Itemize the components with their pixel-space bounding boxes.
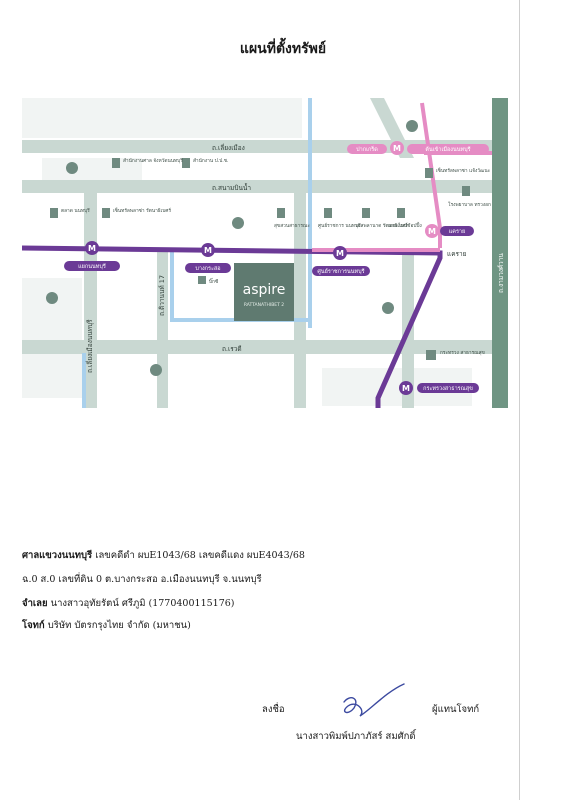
station-label: แยกนนทบุรี [78, 263, 106, 270]
place-icons [46, 120, 470, 376]
place-label: เดอะไนน์ช้อปปิ้ง [388, 221, 422, 229]
road-label: แคราย [447, 250, 467, 258]
building-icon [112, 158, 120, 168]
address-line: ฉ.0 ส.0 เลขที่ดิน 0 ต.บางกระสอ อ.เมืองนน… [22, 574, 262, 585]
tree-icon [46, 292, 58, 304]
shopping-icon [362, 208, 370, 218]
defendant-label: จำเลย [22, 598, 48, 609]
case-red: ผบE4043/68 [246, 550, 305, 561]
station-label: กระทรวงสาธารณสุข [423, 385, 473, 392]
place-label: โรงพยาบาล ทรวงอก [448, 201, 491, 208]
station-markers: M M M M M M [85, 141, 439, 395]
signer-role: ผู้แทนโจทก์ [432, 704, 480, 715]
place-label: เอสพลานาด รัตนาธิเบศร์ [356, 222, 408, 229]
road-label: ถ.เรวดี [222, 345, 242, 353]
defendant-value: นางสาวอุทัยรัตน์ ศรีภูมิ (1770400115176) [50, 598, 235, 609]
place-label: สำนักงานศาล จังหวัดนนทบุรี [123, 157, 183, 164]
station-label: แคราย [449, 229, 466, 235]
station-label: ปากเกร็ด [356, 145, 378, 153]
svg-text:M: M [336, 249, 344, 258]
hospital-icon [462, 186, 470, 196]
station-label: ต้นเข้าเมืองนนทบุรี [425, 146, 470, 153]
place-label: บิ๊กซี [209, 277, 219, 285]
place-label: สำนักงาน ป.ป.ช. [193, 158, 229, 164]
market-icon [50, 208, 58, 218]
road-label: ถ.เลี่ยงเมือง [212, 143, 245, 152]
defendant-line: จำเลย นางสาวอุทัยรัตน์ ศรีภูมิ (17704001… [22, 596, 235, 611]
scan-edge [519, 0, 520, 800]
signer-name: นางสาวพิมพ์ปภาภัสร์ สมศักดิ์ [296, 731, 416, 742]
plaintiff-label: โจทก์ [22, 620, 45, 631]
building-icon [324, 208, 332, 218]
sign-label: ลงชื่อ [262, 704, 285, 715]
property-block [234, 263, 294, 321]
case-label-red: เลขคดีแดง [198, 550, 244, 561]
place-label: เซ็นทรัลพลาซ่า รัตนาธิเบศร์ [113, 206, 171, 214]
station-label: ศูนย์ราชการนนทบุรี [317, 268, 364, 275]
road-label: ถ.เลี่ยงเมืองนนทบุรี [85, 319, 94, 373]
building-icon [182, 158, 190, 168]
case-label-black: เลขคดีดำ [95, 550, 135, 561]
tree-icon [406, 120, 418, 132]
road-ngamwongwan [492, 98, 508, 408]
shopping-icon [425, 168, 433, 178]
place-label: ตลาด นนทบุรี [61, 207, 90, 214]
court-label: ศาลแขวงนนทบุรี [22, 550, 93, 561]
svg-text:M: M [88, 244, 96, 253]
case-black: ผบE1043/68 [137, 550, 196, 561]
tree-icon [150, 364, 162, 376]
svg-text:M: M [428, 227, 436, 236]
plaintiff-line: โจทก์ บริษัท บัตรกรุงไทย จำกัด (มหาชน) [22, 618, 191, 633]
tree-icon [232, 217, 244, 229]
place-label: ศูนย์ราชการ นนทบุรี [318, 222, 361, 229]
road-label: ถ.งามวงศ์วาน [497, 253, 505, 293]
cart-icon [198, 276, 206, 284]
park-icon [277, 208, 285, 218]
map-roads [22, 140, 492, 408]
place-label: เซ็นทรัลพลาซา แจ้งวัฒนะ [436, 166, 491, 174]
purple-line [22, 245, 443, 408]
road-label: ถ.สนามบินน้ำ [212, 183, 251, 192]
plaintiff-value: บริษัท บัตรกรุงไทย จำกัด (มหาชน) [47, 620, 191, 631]
svg-text:M: M [393, 144, 401, 153]
road-label: ถ.ติวานนท์ 17 [158, 275, 166, 316]
case-line: ศาลแขวงนนทบุรี เลขคดีดำ ผบE1043/68 เลขคด… [22, 548, 305, 563]
brand-name: aspire [243, 282, 286, 298]
place-label: กระทรวง สาธารณสุข [440, 350, 485, 356]
shopping-icon [102, 208, 110, 218]
page-title: แผนที่ตั้งทรัพย์ [239, 41, 327, 57]
building-icon [426, 350, 436, 360]
signature-scribble [343, 683, 405, 717]
tree-icon [382, 302, 394, 314]
place-label: สุขสวนสาธารณะ [274, 223, 310, 229]
svg-text:M: M [402, 384, 410, 393]
brand-sub: RATTANATHIBET 2 [244, 302, 284, 308]
map-blocks [22, 98, 472, 406]
shopping-icon [397, 208, 405, 218]
location-map: aspire RATTANATHIBET 2 ถ.เลี่ยงเมือง ถ.ส… [22, 98, 518, 408]
svg-text:M: M [204, 246, 212, 255]
tree-icon [66, 162, 78, 174]
station-label: บางกระสอ [195, 265, 220, 272]
